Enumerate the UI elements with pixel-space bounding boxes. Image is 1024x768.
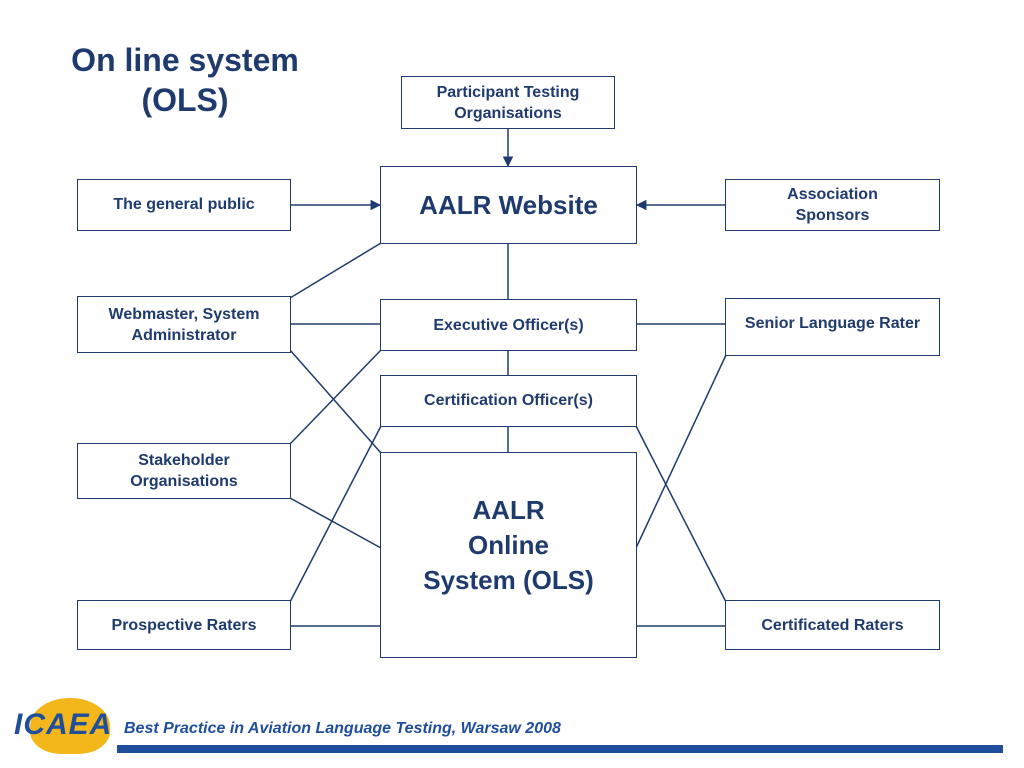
slide-title: On line system (OLS) <box>71 42 299 118</box>
general-public-box: The general public <box>77 179 291 231</box>
stakeholder-label: Stakeholder Organisations <box>130 452 238 490</box>
association-sponsors-label: Association Sponsors <box>787 186 878 224</box>
logo-swoosh-shape <box>30 698 110 754</box>
senior-rater-box: Senior Language Rater <box>725 298 940 356</box>
certification-officer-label: Certification Officer(s) <box>424 392 593 409</box>
certificated-raters-label: Certificated Raters <box>761 616 904 634</box>
senior-rater-label: Senior Language Rater <box>744 315 921 332</box>
participant-testing-label: Participant Testing Organisations <box>436 83 580 122</box>
webmaster-label: Webmaster, System Administrator <box>108 305 260 344</box>
aalr-ols-label: AALR Online System (OLS) <box>423 495 594 595</box>
certification-officer-box: Certification Officer(s) <box>380 375 637 427</box>
general-public-label: The general public <box>113 196 255 213</box>
executive-officer-label: Executive Officer(s) <box>433 316 584 334</box>
line-webmaster-to-ols <box>289 349 382 454</box>
aalr-ols-box: AALR Online System (OLS) <box>380 452 637 658</box>
line-webmaster-to-website <box>289 242 382 299</box>
stakeholder-box: Stakeholder Organisations <box>77 443 291 499</box>
certificated-raters-box: Certificated Raters <box>725 600 940 650</box>
footer-bar <box>117 745 1003 753</box>
line-senior-rater-to-ols <box>635 354 727 549</box>
aalr-website-label: AALR Website <box>419 190 598 220</box>
line-stakeholder-to-executive <box>289 349 382 445</box>
line-stakeholder-to-ols <box>289 497 382 549</box>
footer-caption: Best Practice in Aviation Language Testi… <box>124 720 561 737</box>
line-certification-to-certificated <box>635 425 727 603</box>
webmaster-box: Webmaster, System Administrator <box>77 296 291 353</box>
icaea-logo: ICAEA <box>12 696 112 758</box>
participant-testing-box: Participant Testing Organisations <box>401 76 615 129</box>
prospective-raters-box: Prospective Raters <box>77 600 291 650</box>
line-prospective-to-certification <box>289 425 382 603</box>
aalr-website-box: AALR Website <box>380 166 637 244</box>
executive-officer-box: Executive Officer(s) <box>380 299 637 351</box>
logo-text: ICAEA <box>14 708 113 741</box>
prospective-raters-label: Prospective Raters <box>111 616 257 634</box>
association-sponsors-box: Association Sponsors <box>725 179 940 231</box>
